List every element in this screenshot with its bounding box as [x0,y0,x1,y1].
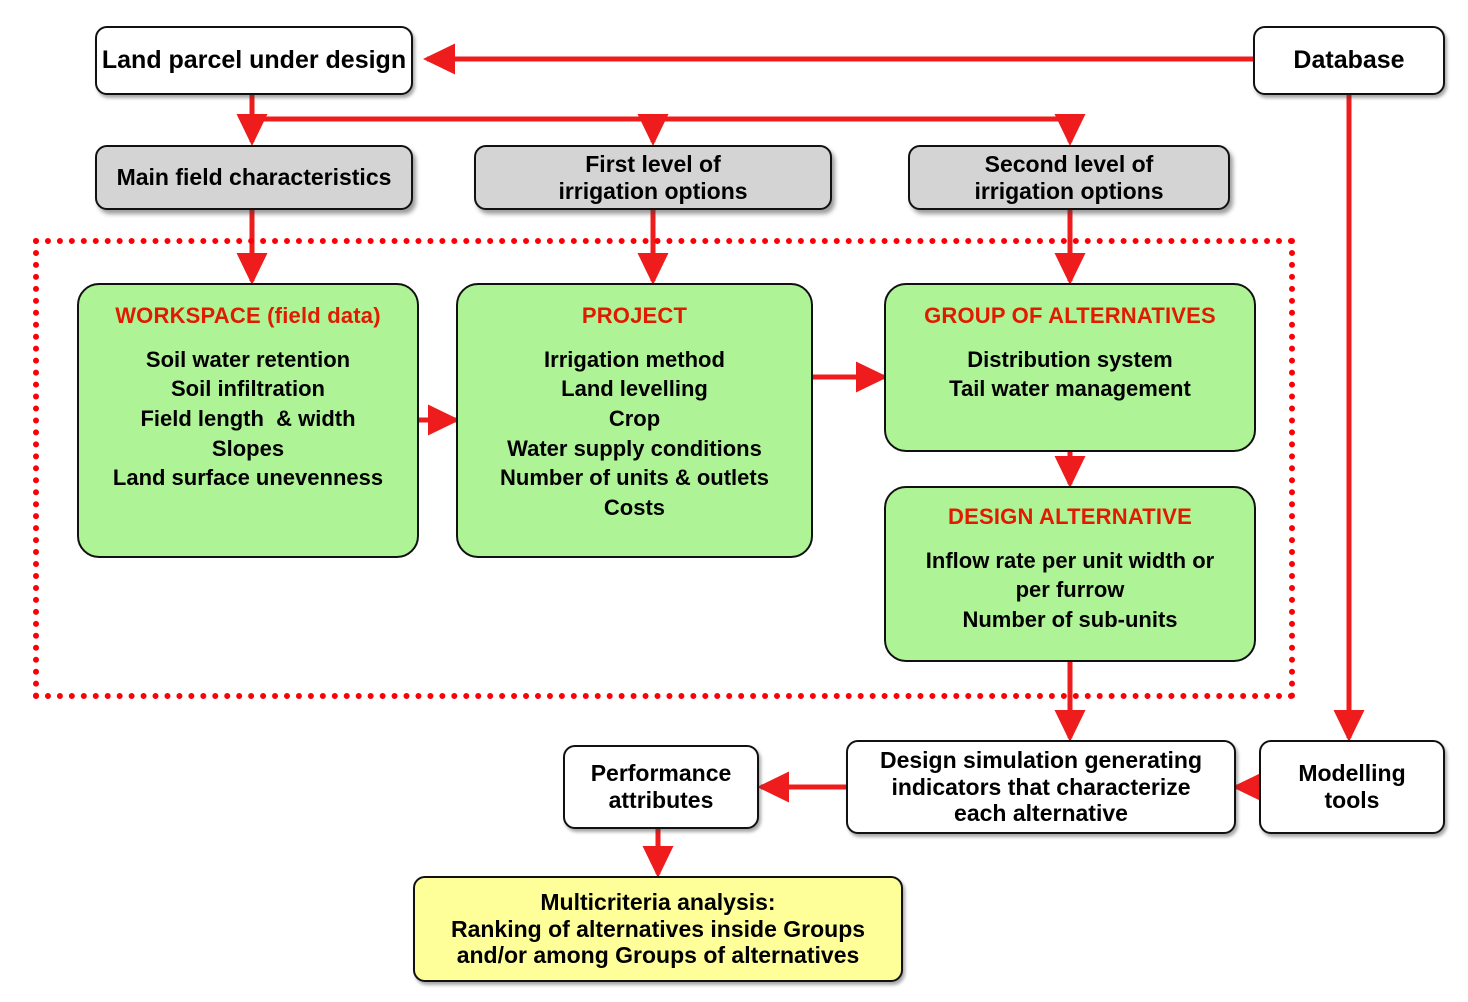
project-item-4: Number of units & outlets [500,465,769,491]
node-workspace[interactable]: WORKSPACE (field data) Soil water retent… [77,283,419,558]
node-project[interactable]: PROJECT Irrigation method Land levelling… [456,283,813,558]
node-second-level-line1: Second level of [984,150,1154,177]
node-performance-attributes[interactable]: Performance attributes [563,745,759,829]
project-item-3: Water supply conditions [507,435,762,461]
design-alternative-item-2: Number of sub-units [962,606,1178,632]
node-group-title: GROUP OF ALTERNATIVES [924,303,1216,328]
multicriteria-line2: Ranking of alternatives inside Groups [450,915,866,942]
workspace-item-0: Soil water retention [145,346,351,372]
design-scope-region [33,238,1295,699]
workspace-item-4: Land surface unevenness [112,465,384,491]
design-simulation-line2: indicators that characterize [891,773,1191,800]
multicriteria-line3: and/or among Groups of alternatives [456,942,860,969]
node-project-items: Irrigation method Land levelling Crop Wa… [500,345,769,523]
node-main-field-label: Main field characteristics [116,164,392,191]
node-first-level-lines: First level of irrigation options [558,151,747,204]
project-item-0: Irrigation method [544,346,725,372]
workspace-item-2: Field length & width [140,405,356,431]
modelling-tools-line2: tools [1324,787,1380,813]
node-land-parcel[interactable]: Land parcel under design [95,26,413,95]
node-design-alternative[interactable]: DESIGN ALTERNATIVE Inflow rate per unit … [884,486,1256,662]
node-land-parcel-label: Land parcel under design [101,46,407,74]
node-design-simulation[interactable]: Design simulation generating indicators … [846,740,1236,834]
node-workspace-title: WORKSPACE (field data) [115,303,381,328]
project-item-1: Land levelling [561,376,708,402]
node-second-level-lines: Second level of irrigation options [974,151,1163,204]
node-performance-lines: Performance attributes [591,760,732,813]
multicriteria-line1: Multicriteria analysis: [540,888,776,915]
node-modelling-tools[interactable]: Modelling tools [1259,740,1445,834]
node-first-level-irrigation-options[interactable]: First level of irrigation options [474,145,832,210]
project-item-2: Crop [608,405,661,431]
workspace-item-3: Slopes [211,435,285,461]
project-item-5: Costs [603,494,666,520]
node-design-alternative-items: Inflow rate per unit width or per furrow… [926,546,1214,635]
node-first-level-line1: First level of [585,150,721,177]
node-first-level-line2: irrigation options [558,177,748,204]
node-multicriteria-analysis[interactable]: Multicriteria analysis: Ranking of alter… [413,876,903,982]
node-database-label: Database [1293,46,1405,74]
design-simulation-line1: Design simulation generating [879,746,1203,773]
design-alternative-item-1: per furrow [1015,577,1125,603]
design-simulation-line3: each alternative [954,800,1128,827]
design-alternative-item-0: Inflow rate per unit width or [925,547,1215,573]
performance-line2: attributes [608,787,714,813]
node-project-title: PROJECT [581,303,688,328]
node-main-field-characteristics[interactable]: Main field characteristics [95,145,413,210]
node-second-level-irrigation-options[interactable]: Second level of irrigation options [908,145,1230,210]
node-modelling-tools-lines: Modelling tools [1298,760,1405,813]
node-group-of-alternatives[interactable]: GROUP OF ALTERNATIVES Distribution syste… [884,283,1256,452]
performance-line1: Performance [590,760,732,787]
node-second-level-line2: irrigation options [974,177,1164,204]
group-item-1: Tail water management [949,376,1191,402]
workspace-item-1: Soil infiltration [171,376,325,402]
node-workspace-items: Soil water retention Soil infiltration F… [113,345,383,493]
group-item-0: Distribution system [967,346,1173,372]
node-design-alternative-title: DESIGN ALTERNATIVE [948,504,1192,529]
node-database[interactable]: Database [1253,26,1445,95]
modelling-tools-line1: Modelling [1298,760,1406,787]
node-design-simulation-lines: Design simulation generating indicators … [880,747,1202,827]
node-group-items: Distribution system Tail water managemen… [949,345,1191,404]
node-multicriteria-lines: Multicriteria analysis: Ranking of alter… [451,889,865,969]
